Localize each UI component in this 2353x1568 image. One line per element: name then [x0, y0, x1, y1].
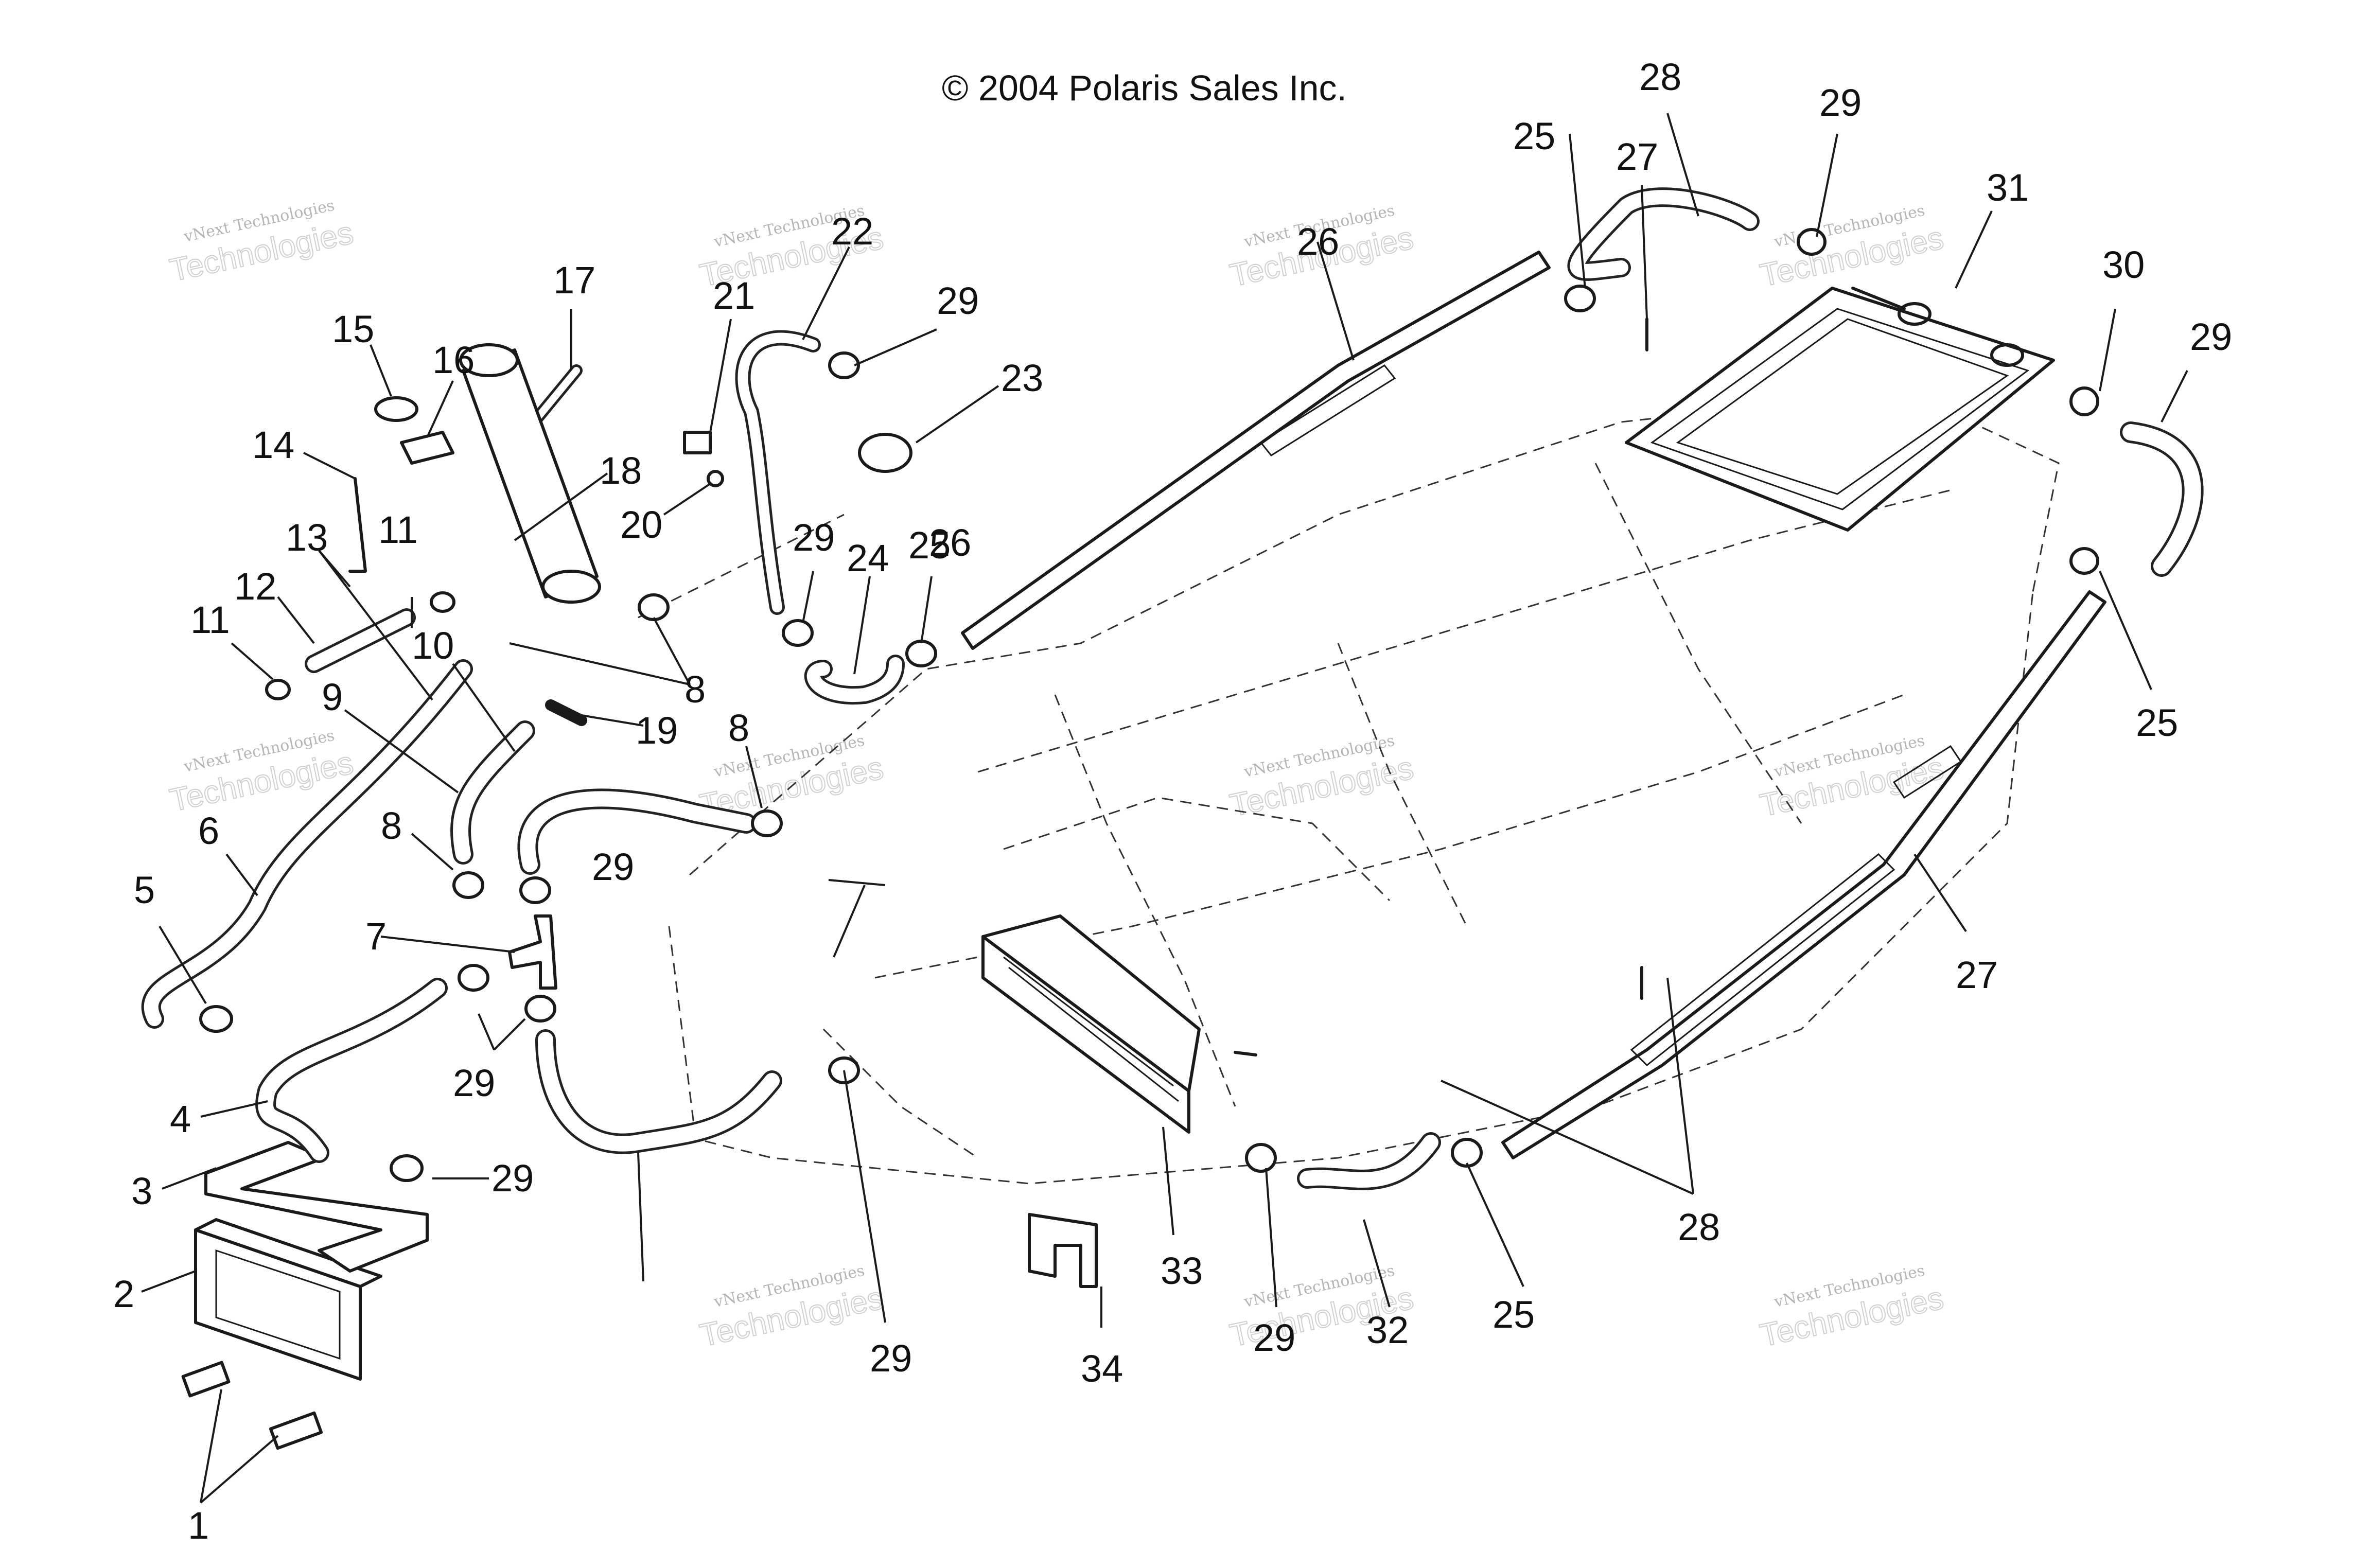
- callout-label: 29: [937, 279, 979, 322]
- callout-label: 23: [1001, 357, 1043, 399]
- callout-label: 29: [870, 1337, 912, 1380]
- callout-label: 29: [592, 845, 634, 888]
- clip-1a: [181, 1361, 231, 1398]
- callout-label: 13: [286, 516, 328, 559]
- callout-label: 25: [1513, 115, 1555, 157]
- callout-label: 16: [432, 339, 475, 381]
- callout-label: 19: [636, 709, 678, 752]
- hose-22: [735, 330, 821, 615]
- leader-lines: [141, 113, 2188, 1504]
- hose-28-right-inner: [2122, 424, 2201, 574]
- callout-label: 29: [1253, 1316, 1295, 1359]
- callout-label: 2: [113, 1273, 134, 1315]
- callout-label: 30: [2102, 243, 2145, 286]
- callout-label: 31: [1987, 166, 2029, 209]
- hose-6-inner: [144, 662, 470, 1026]
- callout-label: 6: [198, 809, 219, 852]
- callout-label: 25: [908, 524, 951, 567]
- callout-label: 25: [1492, 1293, 1535, 1336]
- callout-label: 10: [412, 624, 454, 667]
- callout-label: 17: [553, 259, 595, 302]
- fitting-23: [858, 433, 912, 473]
- callout-label: 4: [170, 1098, 191, 1140]
- callout-label: 34: [1081, 1347, 1123, 1390]
- callout-label: 15: [332, 308, 374, 350]
- bolt-20: [707, 470, 724, 487]
- callout-label: 8: [728, 707, 749, 749]
- radiator-2: [194, 1218, 382, 1381]
- callout-label: 11: [378, 508, 418, 551]
- callout-label: 8: [684, 668, 706, 711]
- callout-label: 28: [1639, 56, 1681, 98]
- tee-7: [508, 914, 557, 990]
- cooling-rail-26-lower: [1501, 590, 2106, 1159]
- gasket-15: [374, 396, 418, 422]
- callout-label: 26: [1297, 220, 1339, 263]
- callout-label: 29: [2190, 315, 2232, 358]
- callout-label: 9: [322, 676, 343, 718]
- watermark-group: vNext Technologies Technologies vNext Te…: [166, 197, 1947, 1354]
- callout-label: 11: [190, 598, 230, 641]
- callout-label: 20: [620, 503, 662, 546]
- callout-label: 21: [713, 274, 755, 317]
- hose-28-top-inner: [1570, 190, 1757, 278]
- copyright-text: © 2004 Polaris Sales Inc.: [942, 68, 1347, 108]
- callout-label: 8: [381, 804, 402, 847]
- callout-label: 28: [1678, 1206, 1720, 1248]
- callout-label: 25: [2136, 701, 2178, 744]
- callout-label: 29: [793, 516, 835, 559]
- callout-label: 12: [234, 565, 276, 608]
- hose-10-inner: [520, 791, 754, 872]
- callout-label: 24: [847, 537, 889, 579]
- heat-exchanger-30: [1625, 287, 2055, 532]
- callout-label: 1: [188, 1504, 209, 1547]
- callout-label: 27: [1616, 135, 1658, 178]
- callout-label: 22: [831, 210, 873, 253]
- hose-24-inner: [806, 657, 902, 702]
- hose-34-inner: [538, 1032, 780, 1152]
- clip-14: [348, 477, 367, 573]
- pad-33: [1028, 1213, 1098, 1288]
- hose-31-inner: [1300, 1135, 1438, 1188]
- surge-tank-18: [459, 343, 601, 604]
- callout-label: 29: [1819, 81, 1862, 124]
- callout-label: 7: [365, 915, 387, 958]
- callout-label: 26: [929, 521, 971, 564]
- cooling-rail-26-upper: [961, 251, 1551, 650]
- spring-19: [545, 699, 587, 726]
- callout-label: 18: [600, 449, 642, 492]
- callout-label: 14: [252, 424, 294, 466]
- hose-4-inner: [258, 980, 445, 1160]
- hose-22-inner: [737, 332, 818, 612]
- fitting-12-inner: [307, 611, 413, 671]
- hose-9-inner: [453, 723, 533, 862]
- callout-label: 3: [131, 1170, 152, 1212]
- callout-labels: 1 2 3 4 5 6 7 8 8 8 9 10 11 11 12 13 14 …: [113, 56, 2232, 1547]
- callout-label: 29: [491, 1157, 534, 1200]
- callout-label: 29: [453, 1062, 495, 1104]
- callout-label: 27: [1956, 954, 1998, 996]
- callout-label: 33: [1161, 1249, 1203, 1292]
- callout-label: 5: [134, 869, 155, 911]
- clamp-21: [683, 431, 712, 454]
- bolt-27c: [1234, 1051, 1257, 1056]
- clip-1b: [269, 1411, 323, 1450]
- center-exchanger-32: [981, 914, 1201, 1134]
- callout-label: 32: [1366, 1309, 1409, 1351]
